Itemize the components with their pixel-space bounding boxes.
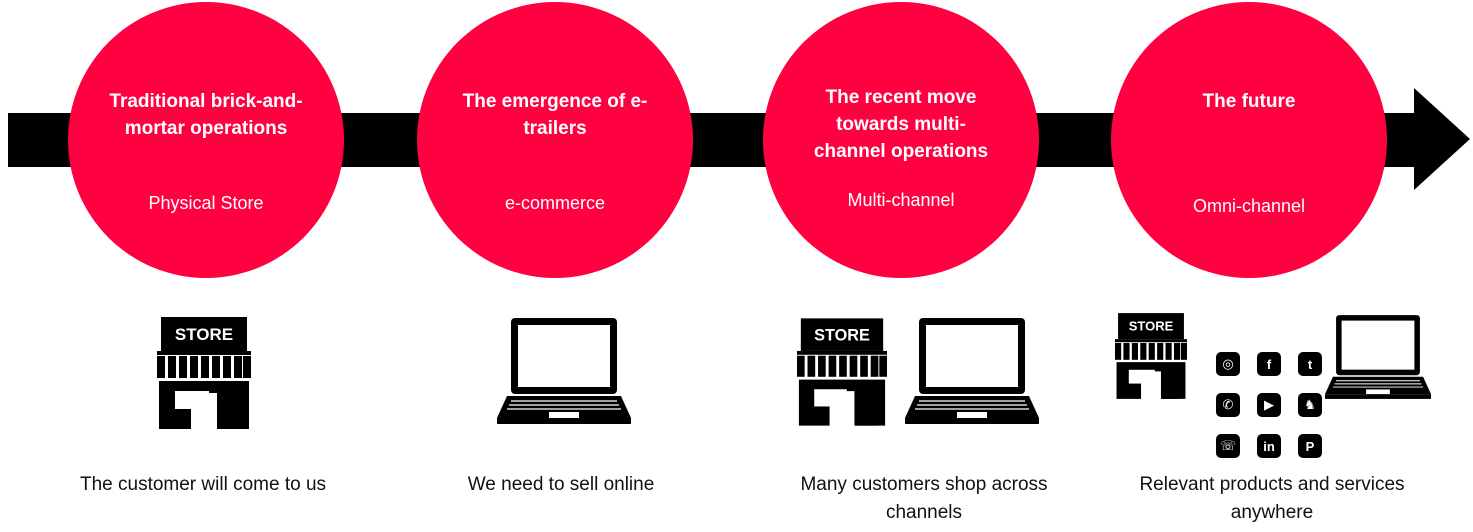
stage-2-title: The emergence of e-trailers xyxy=(462,91,648,139)
instagram-icon: ◎ xyxy=(1216,352,1240,376)
stage-1-subtitle: Physical Store xyxy=(148,193,264,213)
stage-3-circle: The recent move towards multi-channel op… xyxy=(763,2,1039,278)
twitter-icon: t xyxy=(1298,352,1322,376)
stage-3-title: The recent move towards multi-channel op… xyxy=(813,87,989,162)
stage-4-circle: The future Omni-channel xyxy=(1111,2,1387,278)
store-icon: STORE xyxy=(157,317,251,429)
laptop-icon xyxy=(1325,315,1431,399)
stage-4-subtitle: Omni-channel xyxy=(1192,196,1306,216)
stage-1-title: Traditional brick-and-mortar operations xyxy=(109,91,303,139)
whatsapp-icon: ✆ xyxy=(1216,393,1240,417)
store-icon: STORE xyxy=(1115,313,1187,399)
laptop-icon xyxy=(905,318,1039,424)
snapchat-icon: ♞ xyxy=(1298,393,1322,417)
stage-2-subtitle: e-commerce xyxy=(504,193,606,213)
stage-3-caption: Many customers shop across channels xyxy=(800,474,1048,523)
store-sign-label: STORE xyxy=(1129,319,1174,334)
store-sign-label: STORE xyxy=(814,326,870,344)
pinterest-icon: P xyxy=(1298,434,1322,458)
stage-1-caption: The customer will come to us xyxy=(79,474,327,495)
timeline-arrow-head xyxy=(1414,88,1470,190)
laptop-icon xyxy=(497,318,631,424)
youtube-icon: ▶ xyxy=(1257,393,1281,417)
stage-2-circle: The emergence of e-trailers e-commerce xyxy=(417,2,693,278)
stage-2-caption: We need to sell online xyxy=(467,474,655,495)
stage-1-circle: Traditional brick-and-mortar operations … xyxy=(68,2,344,278)
facebook-icon: f xyxy=(1257,352,1281,376)
linkedin-icon: in xyxy=(1257,434,1281,458)
phone-icon: ☏ xyxy=(1216,434,1240,458)
store-sign-label: STORE xyxy=(175,325,233,344)
store-icon: STORE xyxy=(797,318,887,426)
stage-4-caption: Relevant products and services anywhere xyxy=(1139,474,1405,523)
stage-4-title: The future xyxy=(1202,91,1296,112)
stage-3-subtitle: Multi-channel xyxy=(847,190,955,210)
